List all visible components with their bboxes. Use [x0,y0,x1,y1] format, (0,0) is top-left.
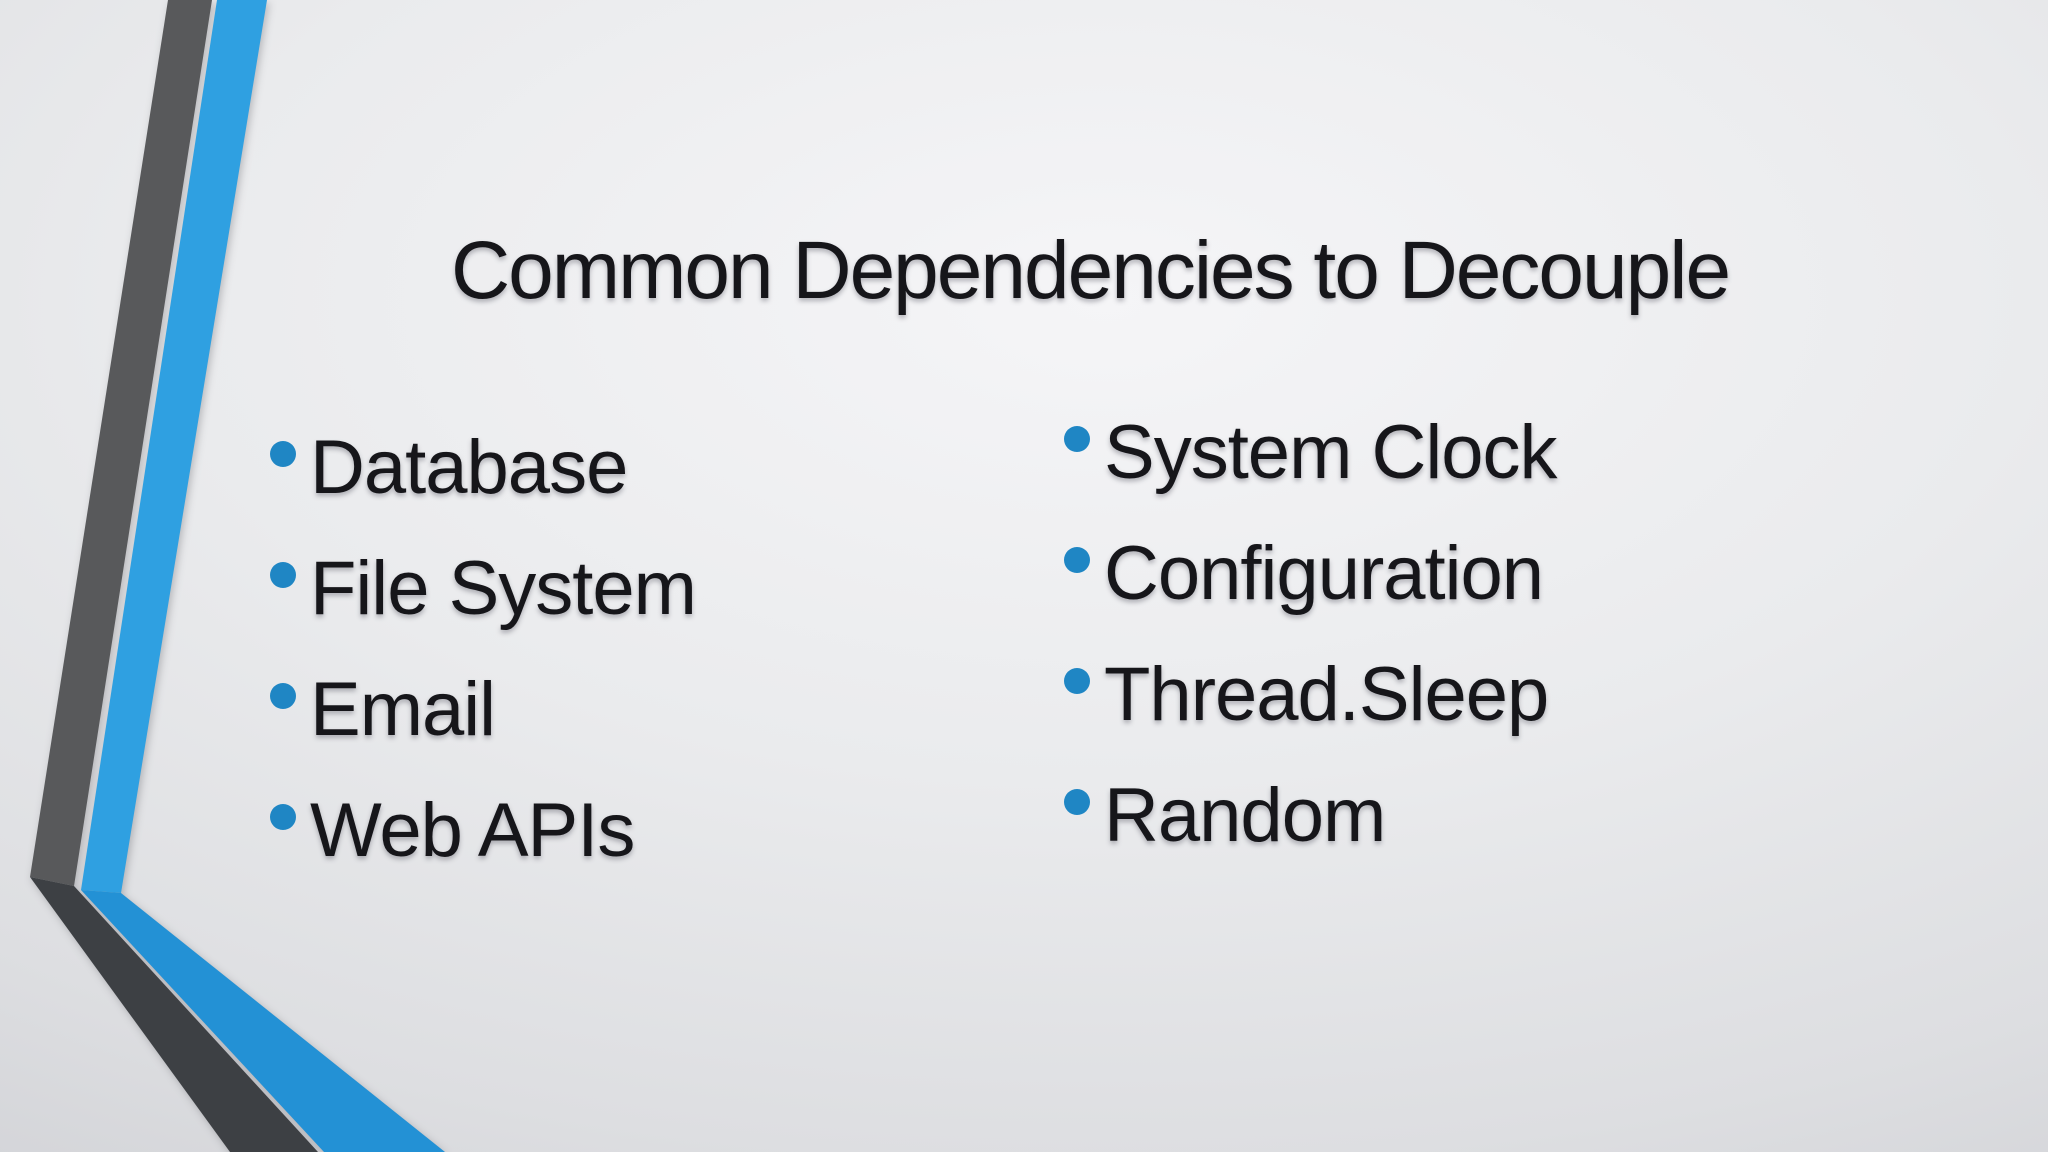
bullet-dot-icon [270,804,296,830]
ribbon-blue-lower-band [81,890,445,1152]
bullet-label: System Clock [1104,410,1558,495]
ribbon-gray-upper-band [30,0,212,886]
bullet-dot-icon [1064,668,1090,694]
bullet-dot-icon [270,562,296,588]
bullet-dot-icon [270,683,296,709]
list-item: Random [1064,778,1557,854]
ribbon-blue-upper-band [81,0,267,893]
list-item: Thread.Sleep [1064,657,1557,733]
bullet-dot-icon [1064,426,1090,452]
bullet-dot-icon [270,441,296,467]
bullet-label: Configuration [1104,531,1544,616]
bullet-label: Web APIs [310,788,635,873]
bullet-label: File System [310,546,697,631]
list-item: Configuration [1064,536,1557,612]
bullet-label: Random [1104,773,1386,858]
bullet-list-right: System Clock Configuration Thread.Sleep … [1064,410,1558,899]
list-item: Web APIs [270,793,696,869]
bullet-list-left: Database File System Email Web APIs [270,430,697,914]
bullet-label: Email [310,667,496,752]
bullet-label: Thread.Sleep [1104,652,1549,737]
slide-title: Common Dependencies to Decouple [450,225,1731,316]
bullet-dot-icon [1064,789,1090,815]
ribbon-gray-lower-band [30,877,318,1152]
list-item: File System [270,546,697,631]
bullet-dot-icon [1064,547,1090,573]
list-item: Email [270,672,696,748]
bullet-label: Database [310,425,628,510]
list-item: System Clock [1064,410,1558,495]
list-item: Database [270,430,696,506]
